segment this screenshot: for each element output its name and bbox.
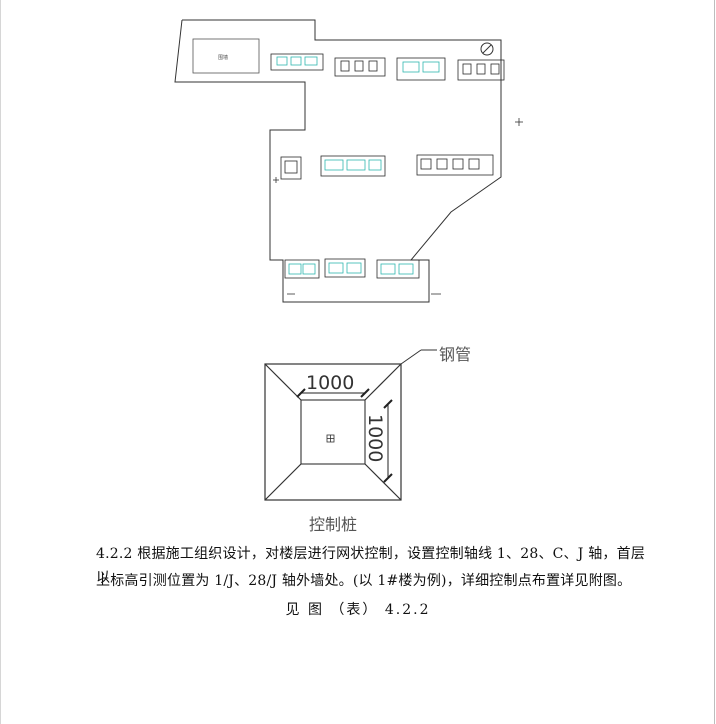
site-boundary	[174, 19, 502, 303]
pipe-leader-line	[400, 349, 437, 365]
height-dimension-line	[383, 399, 393, 483]
width-dimension-line	[296, 388, 370, 398]
center-mark-icon	[326, 434, 335, 443]
building-row-1	[270, 53, 505, 81]
site-plan-drawing: 围墙	[174, 19, 523, 303]
building-row-3	[284, 258, 420, 279]
pile-caption: 控制桩	[309, 515, 358, 534]
control-point-markers	[273, 118, 523, 295]
building-row-2	[280, 154, 494, 180]
pipe-label: 钢管	[439, 345, 472, 364]
figure-reference: 见 图 （表） 4.2.2	[285, 602, 431, 618]
site-structure-box	[192, 38, 260, 74]
pile-corner-diagonals	[264, 363, 402, 501]
width-dimension-label: 1000	[306, 372, 354, 394]
page-left-edge	[0, 0, 1, 724]
site-structure-label: 围墙	[218, 54, 228, 61]
control-pile-drawing: 1000 1000	[264, 349, 437, 501]
paragraph-line-2: 上标高引测位置为 1/J、28/J 轴外墙处。(以 1#楼为例)，详细控制点布置…	[96, 573, 632, 589]
height-dimension-label: 1000	[364, 414, 386, 462]
paragraph-line-1: 4.2.2 根据施工组织设计，对楼层进行网状控制，设置控制轴线 1、28、C、J…	[96, 546, 646, 586]
page-right-edge	[714, 0, 715, 724]
pile-outer-square	[264, 363, 402, 501]
pile-inner-square	[300, 399, 366, 465]
north-arrow-icon	[480, 42, 494, 56]
